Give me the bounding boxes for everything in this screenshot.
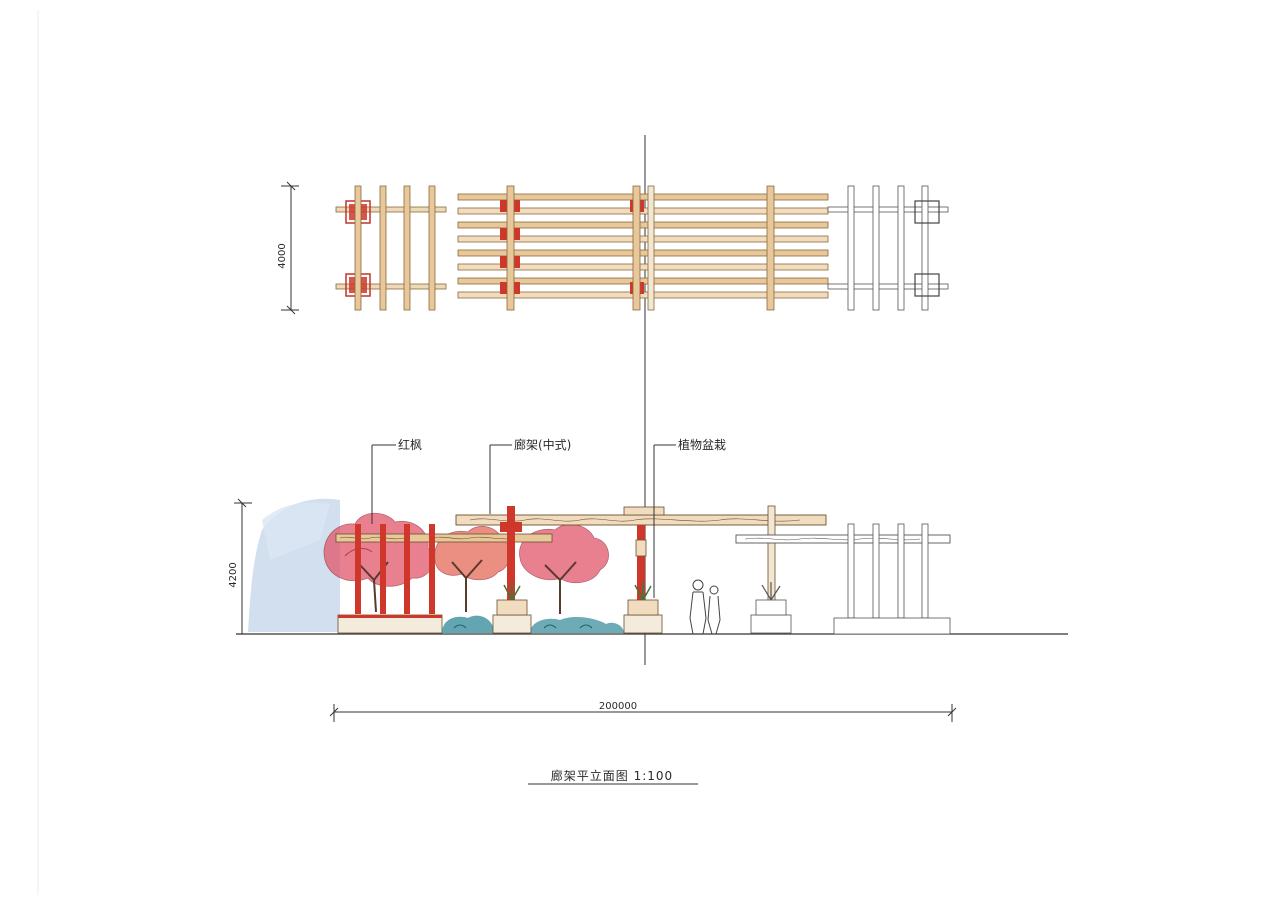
plan-right-bay <box>827 185 949 311</box>
red-maple-tree-1 <box>323 512 434 613</box>
callout-plant-pots-label: 植物盆栽 <box>678 437 726 452</box>
elevation-right-pergola <box>735 523 951 635</box>
ground-shrubs <box>442 615 624 633</box>
plan-left-beams <box>335 206 447 290</box>
human-figure <box>689 579 721 635</box>
drawing-title-block: 廊架平立面图 1:100 <box>528 768 698 785</box>
elevation-length-dimension: 200000 <box>329 701 957 722</box>
elevation-height-label: 4200 <box>228 562 239 587</box>
red-maple-trees <box>323 512 609 614</box>
callout-pergola-label: 廊架(中式) <box>514 437 571 452</box>
callout-plant-pots: 植物盆栽 <box>653 437 726 598</box>
sky-wash <box>248 498 340 632</box>
elevation-height-dimension: 4200 <box>228 498 252 634</box>
plan-left-rafters <box>354 185 436 311</box>
plan-width-label: 4000 <box>277 243 288 268</box>
planter-1 <box>492 582 532 634</box>
callout-pergola: 廊架(中式) <box>489 437 571 514</box>
elevation-length-label: 200000 <box>599 701 637 712</box>
drawing-title: 廊架平立面图 1:100 <box>551 768 673 783</box>
planter-3 <box>750 582 792 634</box>
elevation-left-bay <box>335 524 553 634</box>
elevation-view: 4200 <box>228 437 1068 722</box>
plan-width-dimension: 4000 <box>277 181 299 315</box>
plan-view: 4000 <box>277 181 949 315</box>
elevation-middle-pergola <box>455 505 827 617</box>
plan-middle-beams <box>506 185 775 311</box>
planter-2 <box>623 582 663 634</box>
callout-red-maple: 红枫 <box>371 437 422 524</box>
plant-pot-planters <box>492 582 792 634</box>
callout-red-maple-label: 红枫 <box>398 437 422 452</box>
